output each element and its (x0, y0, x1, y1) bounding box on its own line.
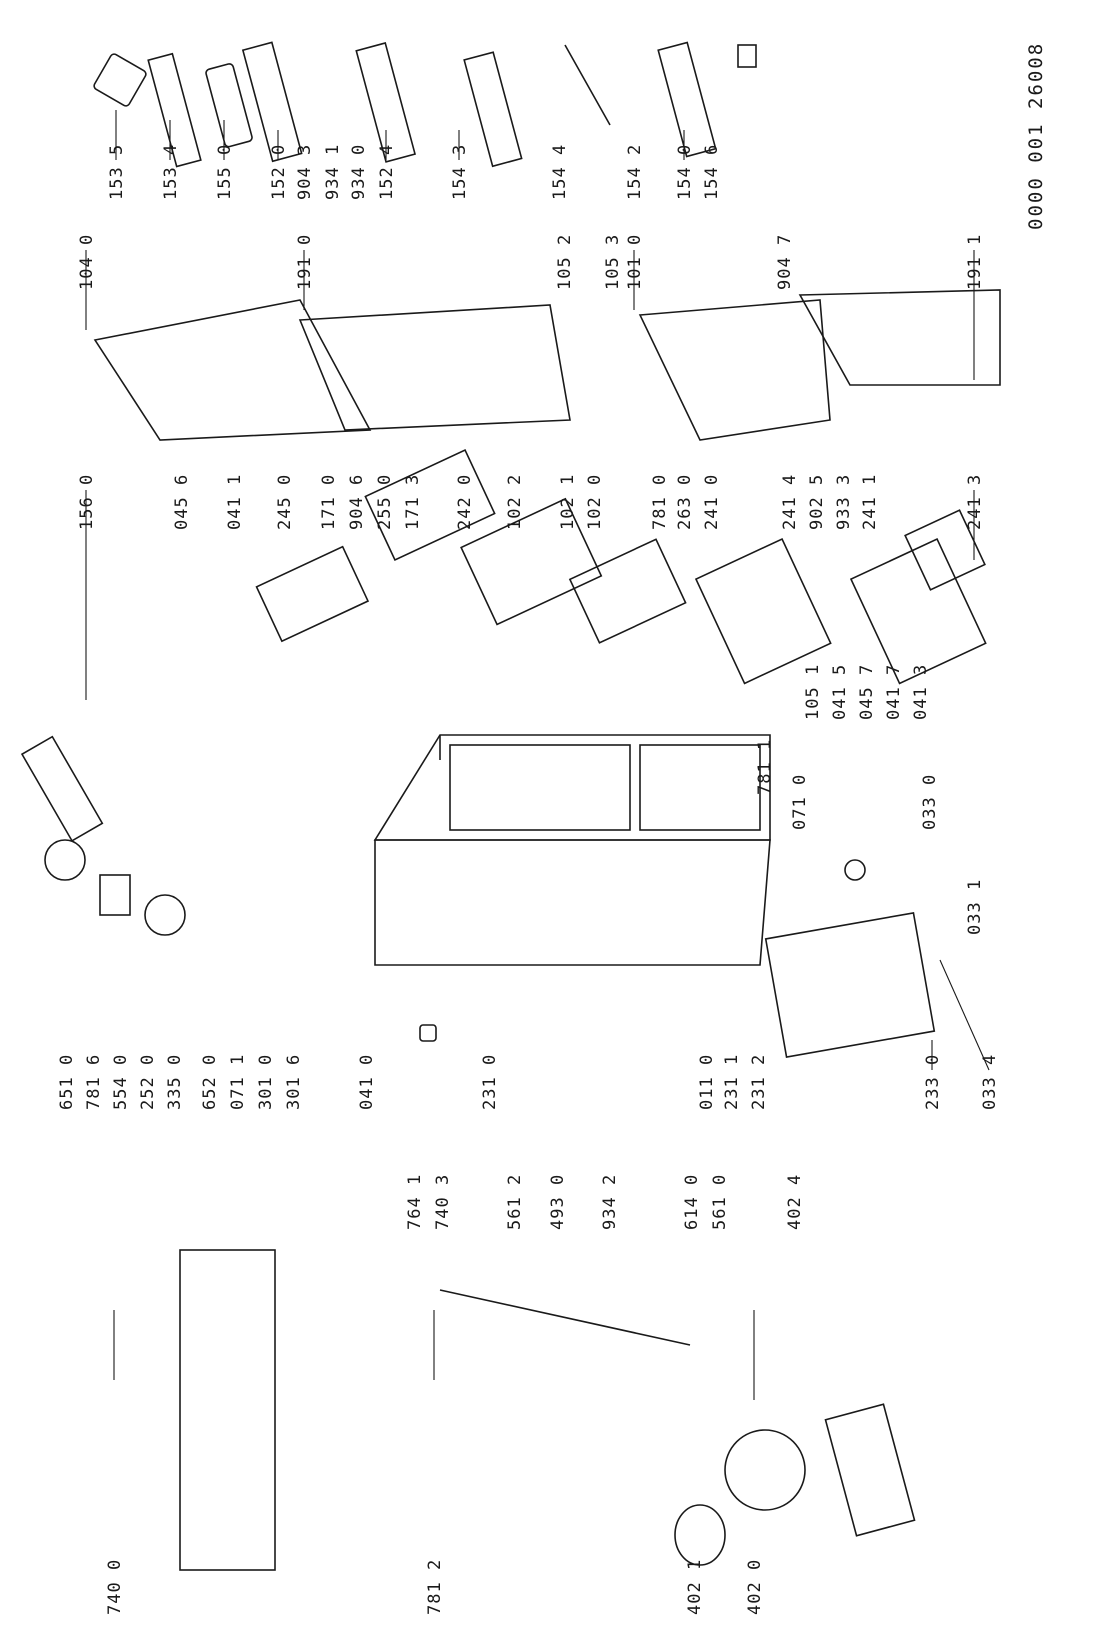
part-label: 904 3 (295, 144, 315, 200)
part-label: 740 3 (433, 1174, 453, 1230)
part-label: 154 0 (675, 144, 695, 200)
part-label: 561 2 (505, 1174, 525, 1230)
part-label: 301 6 (284, 1054, 304, 1110)
part-label: 102 1 (558, 474, 578, 530)
part-label: 191 0 (295, 234, 315, 290)
part-label: 242 0 (455, 474, 475, 530)
part-label: 101 0 (625, 234, 645, 290)
part-label: 045 7 (857, 664, 877, 720)
part-label: 045 6 (172, 474, 192, 530)
part-label: 255 0 (375, 474, 395, 530)
part-label: 011 0 (697, 1054, 717, 1110)
part-label: 105 1 (803, 664, 823, 720)
part-label: 041 3 (911, 664, 931, 720)
part-label: 153 4 (161, 144, 181, 200)
part-label: 231 2 (749, 1054, 769, 1110)
part-label: 153 5 (107, 144, 127, 200)
part-label: 934 2 (600, 1174, 620, 1230)
part-label: 105 3 (603, 234, 623, 290)
part-label: 554 0 (111, 1054, 131, 1110)
part-shapes (20, 41, 1001, 1571)
part-label: 902 5 (807, 474, 827, 530)
part-label: 245 0 (275, 474, 295, 530)
part-label: 241 4 (780, 474, 800, 530)
part-label: 904 6 (347, 474, 367, 530)
part-label: 041 0 (357, 1054, 377, 1110)
part-label: 651 0 (57, 1054, 77, 1110)
part-label: 252 0 (138, 1054, 158, 1110)
part-label: 933 3 (834, 474, 854, 530)
part-label: 071 1 (228, 1054, 248, 1110)
part-label: 155 0 (215, 144, 235, 200)
part-label: 102 2 (505, 474, 525, 530)
part-label: 241 1 (860, 474, 880, 530)
part-label: 152 4 (377, 144, 397, 200)
part-label: 102 0 (585, 474, 605, 530)
part-label: 033 1 (965, 879, 985, 935)
part-label: 033 4 (980, 1054, 1000, 1110)
part-label: 402 1 (685, 1559, 705, 1615)
part-label: 652 0 (200, 1054, 220, 1110)
part-label: 402 4 (785, 1174, 805, 1230)
part-label: 154 2 (625, 144, 645, 200)
leader-lines (85, 110, 990, 1400)
part-label: 233 0 (923, 1054, 943, 1110)
part-label: 104 0 (77, 234, 97, 290)
part-label: 241 3 (965, 474, 985, 530)
part-label: 781 0 (650, 474, 670, 530)
part-label: 071 0 (790, 774, 810, 830)
part-label: 171 3 (403, 474, 423, 530)
part-label: 154 4 (550, 144, 570, 200)
part-label: 934 0 (349, 144, 369, 200)
part-label: 033 0 (920, 774, 940, 830)
part-label: 781 2 (425, 1559, 445, 1615)
part-label: 301 0 (256, 1054, 276, 1110)
part-label: 105 2 (555, 234, 575, 290)
part-label: 191 1 (965, 234, 985, 290)
part-label: 154 3 (450, 144, 470, 200)
part-label: 041 7 (884, 664, 904, 720)
part-label: 241 0 (702, 474, 722, 530)
part-label: 154 6 (702, 144, 722, 200)
part-label: 171 0 (319, 474, 339, 530)
part-label: 335 0 (165, 1054, 185, 1110)
part-label: 904 7 (775, 234, 795, 290)
part-label: 231 0 (480, 1054, 500, 1110)
part-label: 263 0 (675, 474, 695, 530)
drawing-code: 0000 001 26008 (1025, 42, 1047, 230)
part-label: 781 1 (755, 739, 775, 795)
part-label: 152 0 (269, 144, 289, 200)
part-label: 041 1 (225, 474, 245, 530)
part-label: 934 1 (323, 144, 343, 200)
part-label: 781 6 (84, 1054, 104, 1110)
part-label: 561 0 (710, 1174, 730, 1230)
part-label: 156 0 (77, 474, 97, 530)
part-label: 493 0 (548, 1174, 568, 1230)
part-label: 231 1 (722, 1054, 742, 1110)
part-label: 041 5 (830, 664, 850, 720)
part-label: 740 0 (105, 1559, 125, 1615)
part-label: 614 0 (682, 1174, 702, 1230)
part-label: 402 0 (745, 1559, 765, 1615)
part-labels: 153 5 153 4 155 0 152 0 904 3 934 1 934 … (57, 144, 1000, 1615)
part-label: 764 1 (405, 1174, 425, 1230)
